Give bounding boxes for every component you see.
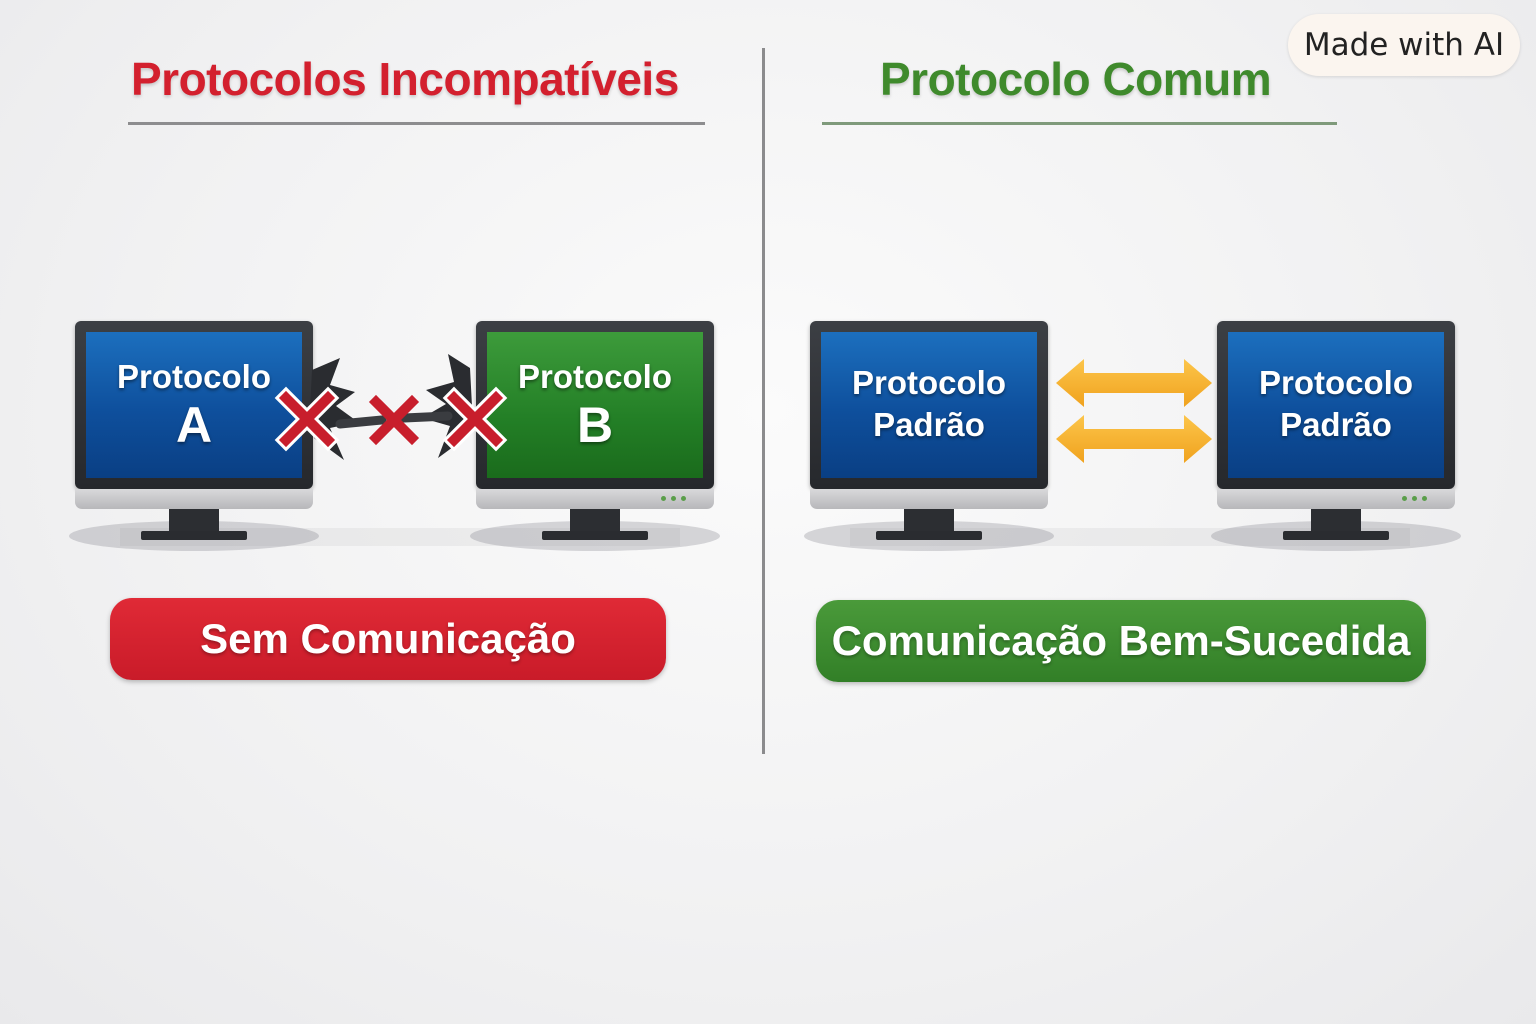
monitor-2-screen: Protocolo Padrão — [1228, 332, 1444, 478]
monitor-standard-protocol-1: Protocolo Padrão — [804, 321, 1054, 551]
monitor-1-screen: Protocolo Padrão — [821, 332, 1037, 478]
monitor-b-label-line1: Protocolo — [518, 358, 672, 395]
common-protocol-title: Protocolo Comum — [880, 53, 1272, 105]
monitor-a-label-line1: Protocolo — [117, 358, 271, 395]
monitor-protocol-a: Protocolo A — [69, 321, 319, 551]
monitor-1-label-line2: Padrão — [873, 406, 985, 443]
no-communication-status: Sem Comunicação — [110, 598, 666, 680]
right-title-underline — [822, 122, 1337, 125]
monitor-protocol-b: Protocolo B — [470, 321, 720, 551]
panel-divider — [762, 48, 765, 754]
monitor-2-label-line2: Padrão — [1280, 406, 1392, 443]
monitor-b-label-line2: B — [576, 397, 614, 453]
successful-communication-status: Comunicação Bem-Sucedida — [816, 600, 1426, 682]
made-with-ai-badge: Made with AI — [1288, 14, 1520, 76]
right-desk-shadow — [850, 528, 1410, 546]
arrow-upper — [1056, 359, 1212, 407]
monitor-b-screen: Protocolo B — [487, 332, 703, 478]
broken-link-icon — [274, 354, 508, 460]
monitor-1-label-line1: Protocolo — [852, 364, 1006, 401]
x-mark-icon-center — [368, 394, 420, 446]
monitor-a-label-line2: A — [175, 397, 213, 453]
monitor-standard-protocol-2: Protocolo Padrão — [1211, 321, 1461, 551]
bidirectional-arrow-icon — [1056, 359, 1212, 463]
left-desk-shadow — [120, 528, 680, 546]
arrow-lower — [1056, 415, 1212, 463]
x-mark-icon-right — [442, 386, 508, 452]
incompatible-protocols-title: Protocolos Incompatíveis — [131, 53, 679, 105]
left-title-underline — [128, 122, 705, 125]
x-mark-icon-left — [274, 386, 340, 452]
monitor-a-screen: Protocolo A — [86, 332, 302, 478]
monitor-2-label-line1: Protocolo — [1259, 364, 1413, 401]
